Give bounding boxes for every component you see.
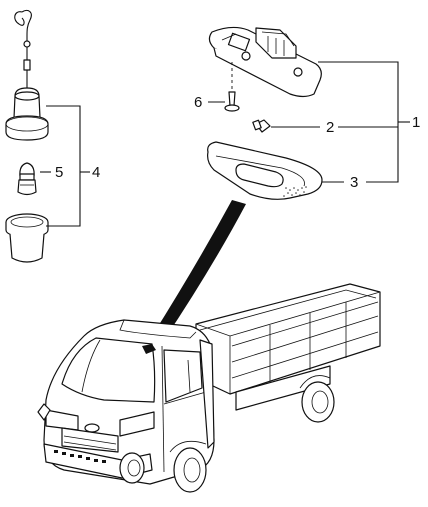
- room-lamp-housing: [208, 26, 322, 98]
- lamp-cap: [5, 213, 49, 263]
- cord-clip: [23, 40, 31, 48]
- callout-1: 1: [412, 114, 420, 131]
- front-wheel-right: [173, 447, 207, 493]
- small-bulb: [252, 119, 271, 133]
- callout-3: 3: [350, 174, 358, 191]
- side-window: [163, 349, 203, 403]
- truck-illustration: [37, 283, 381, 493]
- bulb: [17, 162, 37, 196]
- lens-window: [235, 163, 284, 188]
- cord-connector: [23, 59, 31, 71]
- work-lamp-assembly: [5, 9, 90, 263]
- callout-4: 4: [92, 164, 100, 181]
- windshield: [61, 337, 156, 403]
- front-wheel-left: [119, 452, 145, 484]
- lamp-hook: [14, 11, 25, 26]
- location-pointer: [152, 200, 246, 340]
- room-lamp-location: [142, 344, 156, 354]
- callout-6: 6: [194, 94, 202, 111]
- lamp-lens: [207, 141, 323, 200]
- rear-wheel: [301, 381, 335, 423]
- lamp-switch: [227, 32, 251, 52]
- bracket-4: [46, 105, 81, 227]
- callout-5: 5: [55, 164, 63, 181]
- screw: [224, 91, 240, 112]
- callout-2: 2: [326, 119, 334, 136]
